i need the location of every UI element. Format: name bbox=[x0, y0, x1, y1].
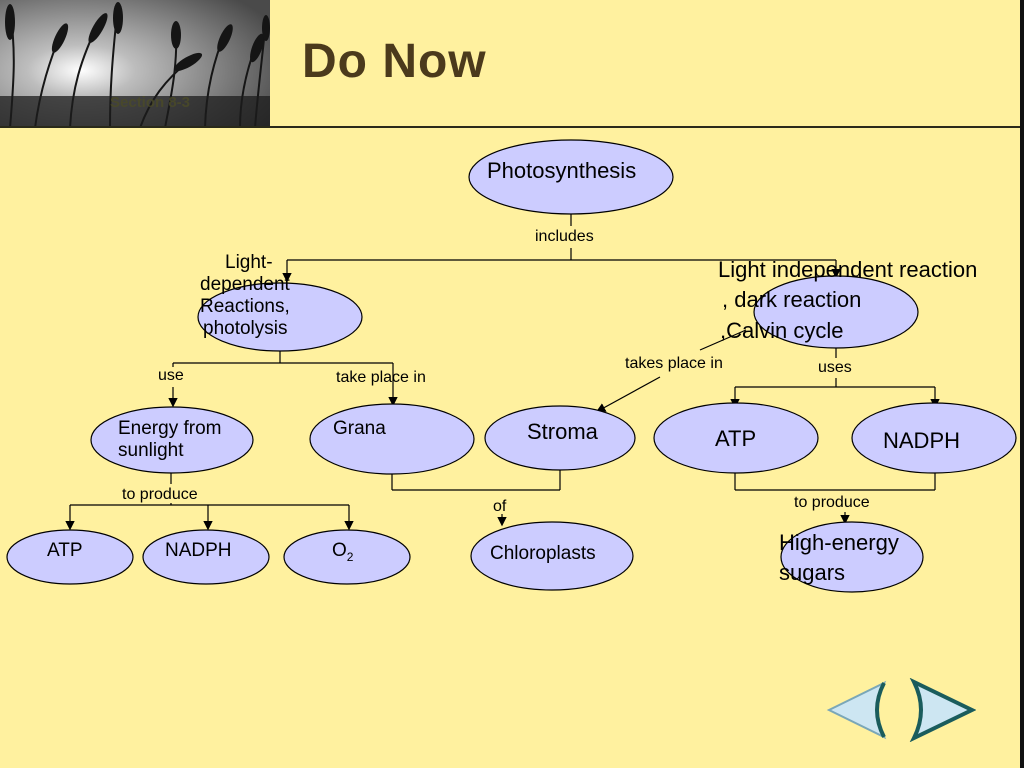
node-grana bbox=[309, 403, 475, 475]
node-label-light-independent-3: ,Calvin cycle bbox=[720, 318, 844, 343]
node-chloroplasts bbox=[470, 521, 634, 591]
node-label-stroma: Stroma bbox=[527, 419, 598, 444]
node-photosynthesis bbox=[468, 139, 674, 215]
link-label-take-place-in: take place in bbox=[336, 369, 426, 386]
node-label-light-independent-2: , dark reaction bbox=[722, 287, 862, 312]
link-label-takes-place-in: takes place in bbox=[625, 355, 723, 372]
node-label-energy-2: sunlight bbox=[118, 440, 184, 461]
node-label-sugars-1: High-energy bbox=[779, 530, 899, 555]
node-label-sugars-2: sugars bbox=[779, 560, 846, 585]
node-label-chloroplasts: Chloroplasts bbox=[490, 543, 596, 564]
page-title: Do Now bbox=[302, 35, 487, 88]
node-light-dependent bbox=[197, 282, 363, 352]
node-label-light-dependent-3: Reactions, bbox=[200, 296, 290, 317]
link-label-use: use bbox=[158, 367, 184, 384]
wheat-field-photo bbox=[0, 0, 270, 128]
connector-line bbox=[699, 329, 747, 351]
node-label-atp-right: ATP bbox=[715, 426, 757, 451]
link-label-to-produce-left: to produce bbox=[122, 486, 198, 503]
node-stroma bbox=[484, 405, 636, 471]
node-energy-from-sunlight bbox=[90, 406, 254, 474]
link-label-of: of bbox=[493, 498, 507, 515]
connector-arrow bbox=[595, 376, 661, 413]
header-divider bbox=[0, 126, 1020, 128]
node-label-energy-1: Energy from bbox=[118, 418, 222, 439]
node-label-photosynthesis: Photosynthesis bbox=[487, 158, 637, 183]
next-slide-button[interactable] bbox=[908, 677, 977, 743]
section-label: Section 8-3 bbox=[110, 94, 191, 111]
previous-slide-button[interactable] bbox=[826, 680, 888, 740]
node-nadph-right bbox=[851, 402, 1017, 474]
node-label-light-dependent-1: Light- bbox=[225, 252, 273, 273]
link-label-to-produce-right: to produce bbox=[794, 494, 870, 511]
back-arrow-icon bbox=[826, 680, 887, 740]
oxygen-subscript: 2 bbox=[346, 549, 354, 564]
node-label-nadph-right: NADPH bbox=[883, 428, 961, 453]
node-label-light-dependent-4: photolysis bbox=[203, 318, 288, 339]
node-label-grana: Grana bbox=[333, 418, 386, 439]
node-high-energy-sugars bbox=[780, 521, 924, 593]
node-nadph-left bbox=[142, 529, 270, 585]
node-atp-left bbox=[6, 529, 134, 585]
link-label-includes: includes bbox=[535, 228, 594, 245]
node-oxygen bbox=[283, 529, 411, 585]
node-label-oxygen: O2 bbox=[332, 540, 353, 564]
node-light-independent bbox=[753, 275, 919, 349]
node-label-nadph-left: NADPH bbox=[165, 540, 232, 561]
node-label-atp-left: ATP bbox=[47, 540, 83, 561]
link-label-uses: uses bbox=[818, 359, 852, 376]
forward-arrow-icon bbox=[909, 677, 977, 743]
node-label-light-dependent-2: dependent bbox=[200, 274, 290, 295]
oxygen-symbol: O bbox=[332, 540, 347, 561]
node-label-light-independent-1: Light independent reaction bbox=[718, 257, 978, 282]
node-atp-right bbox=[653, 402, 819, 474]
